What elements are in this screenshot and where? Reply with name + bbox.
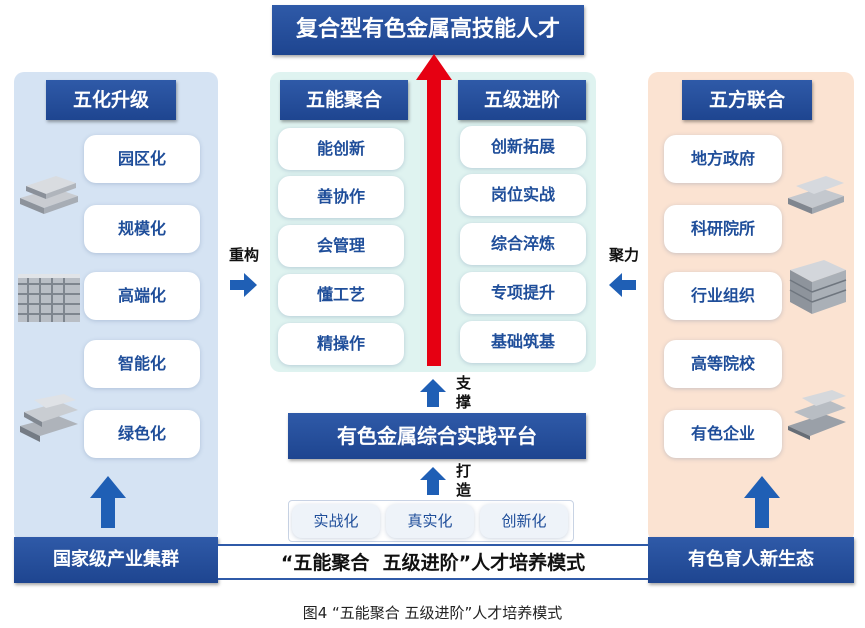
middle-col2-header: 五级进阶 — [458, 80, 586, 120]
right-item-4: 高等院校 — [664, 340, 782, 388]
middle-col2-item-3: 综合淬炼 — [460, 223, 586, 265]
bottom-item-3: 创新化 — [480, 504, 568, 538]
left-item-2: 规模化 — [84, 205, 200, 253]
middle-col2-item-4: 专项提升 — [460, 272, 586, 314]
bottom-item-2: 真实化 — [386, 504, 474, 538]
platform-box: 有色金属综合实践平台 — [288, 413, 586, 459]
right-item-3: 行业组织 — [664, 272, 782, 320]
up-arrow-icon — [420, 379, 446, 407]
middle-col1-item-5: 精操作 — [278, 323, 404, 365]
support-label-2: 撑 — [456, 393, 472, 411]
up-arrow-icon — [90, 476, 126, 528]
right-arrow-icon — [230, 273, 257, 297]
left-arrow-icon — [609, 273, 636, 297]
top-title: 复合型有色金属高技能人才 — [272, 5, 584, 55]
metal-bars-icon — [788, 390, 846, 440]
right-footer: 有色育人新生态 — [648, 537, 854, 583]
middle-col1-item-2: 善协作 — [278, 176, 404, 218]
middle-col2-item-2: 岗位实战 — [460, 174, 586, 216]
support-label-1: 支 — [456, 374, 472, 392]
build-label-1: 打 — [456, 462, 472, 480]
model-band: “五能聚合 五级进阶”人才培养模式 — [218, 544, 648, 580]
middle-col1-item-4: 懂工艺 — [278, 274, 404, 316]
bottom-item-1: 实战化 — [292, 504, 380, 538]
middle-col2-item-1: 创新拓展 — [460, 126, 586, 168]
metal-stack-icon — [789, 260, 847, 314]
right-item-2: 科研院所 — [664, 205, 782, 253]
metal-ingot-icon — [20, 176, 78, 214]
middle-col1-item-1: 能创新 — [278, 128, 404, 170]
metal-ingot-icon — [788, 176, 844, 214]
right-item-1: 地方政府 — [664, 135, 782, 183]
up-arrow-icon — [420, 467, 446, 495]
metal-stack-icon — [18, 274, 80, 322]
red-up-arrow-icon — [416, 54, 452, 366]
build-label-2: 造 — [456, 481, 472, 499]
right-item-5: 有色企业 — [664, 410, 782, 458]
left-item-5: 绿色化 — [84, 410, 200, 458]
right-header: 五方联合 — [682, 80, 812, 120]
restructure-label: 重构 — [228, 246, 259, 264]
metal-bars-icon — [20, 394, 78, 442]
left-header: 五化升级 — [46, 80, 176, 120]
middle-col1-item-3: 会管理 — [278, 225, 404, 267]
middle-col1-header: 五能聚合 — [280, 80, 408, 120]
up-arrow-icon — [744, 476, 780, 528]
left-item-3: 高端化 — [84, 272, 200, 320]
left-item-1: 园区化 — [84, 135, 200, 183]
left-item-4: 智能化 — [84, 340, 200, 388]
gather-label: 聚力 — [608, 246, 639, 264]
figure-caption: 图4 “五能聚合 五级进阶”人才培养模式 — [302, 604, 563, 622]
middle-col2-item-5: 基础筑基 — [460, 321, 586, 363]
left-footer: 国家级产业集群 — [14, 537, 218, 583]
